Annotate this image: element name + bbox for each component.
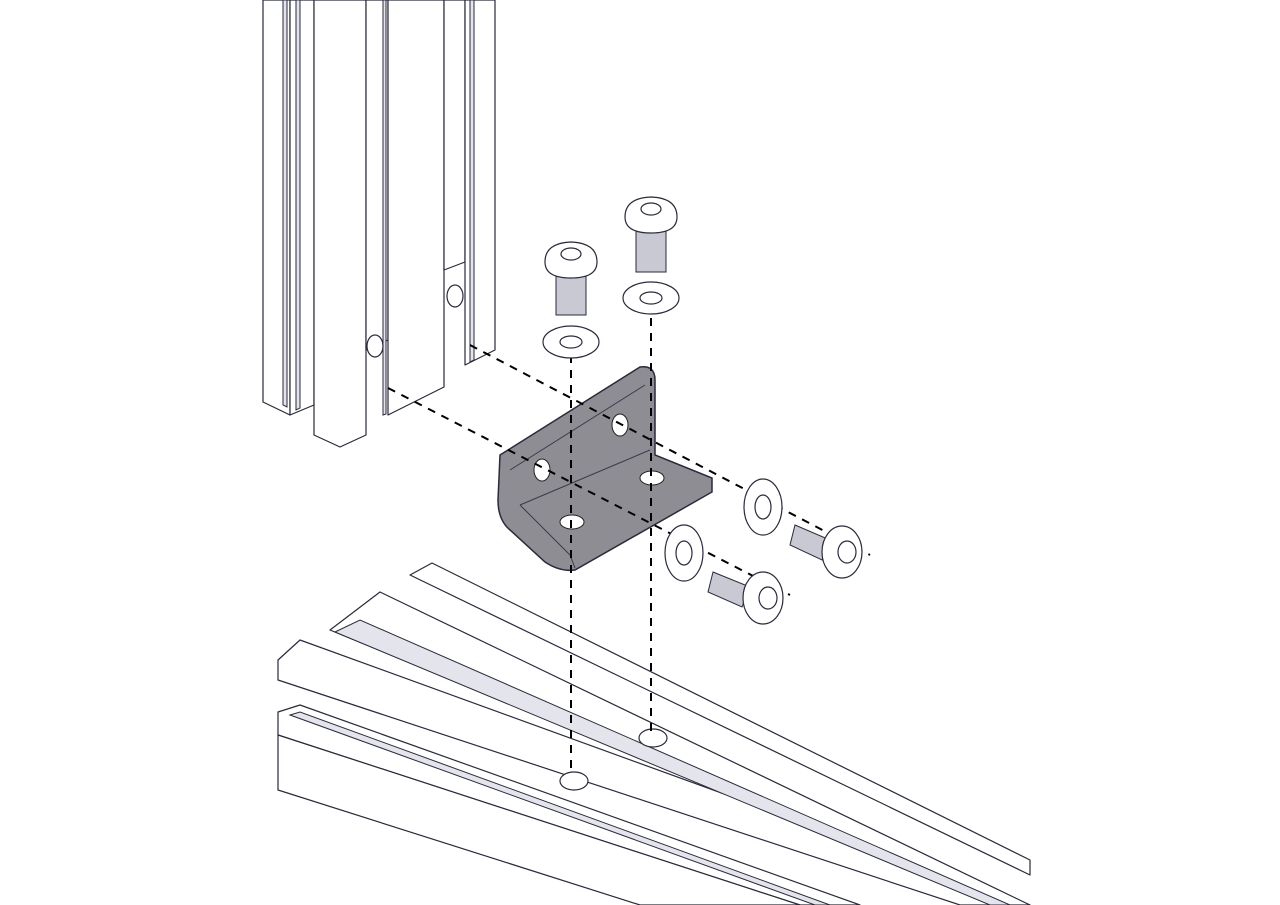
- button-head-screw: [707, 571, 784, 625]
- t-nut: [366, 334, 384, 358]
- button-head-screw: [544, 241, 598, 316]
- alignment-lines: [387, 318, 871, 775]
- screws: [544, 196, 863, 625]
- button-head-screw: [789, 524, 863, 579]
- t-nut: [446, 284, 464, 308]
- t-nut: [559, 771, 589, 791]
- vertical-extrusion: [262, 0, 496, 448]
- horizontal-extrusion: [277, 562, 1031, 905]
- t-nut: [638, 728, 668, 748]
- button-head-screw: [624, 196, 678, 273]
- washers: [542, 281, 783, 582]
